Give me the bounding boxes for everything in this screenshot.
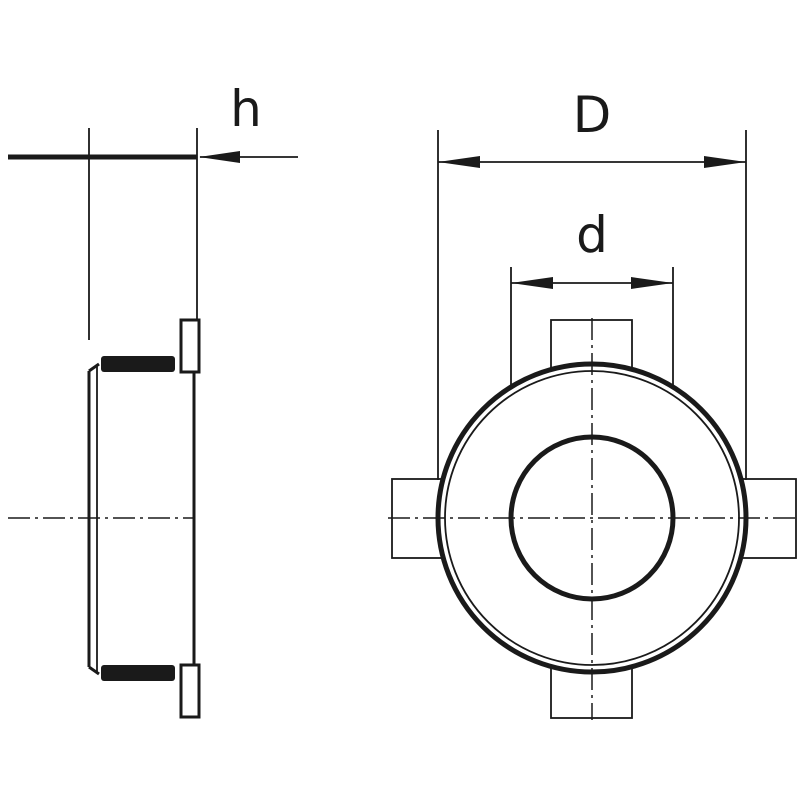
- h-arrowhead: [199, 151, 240, 163]
- side-view: h: [8, 80, 298, 719]
- D-label: D: [573, 86, 612, 144]
- h-label: h: [230, 80, 262, 138]
- d-arrowhead-right: [631, 277, 673, 289]
- d-label: d: [576, 206, 608, 264]
- side-bottom-rib: [101, 665, 175, 681]
- D-arrowhead-right: [704, 156, 746, 168]
- side-top-rib: [101, 356, 175, 372]
- front-view: D d: [388, 86, 797, 720]
- side-bottom-lug: [179, 663, 201, 719]
- side-body-bottom-chamfer: [88, 665, 100, 676]
- side-body-top-chamfer: [88, 362, 100, 373]
- D-arrowhead-left: [438, 156, 480, 168]
- side-top-lug: [179, 318, 201, 374]
- d-arrowhead-left: [511, 277, 553, 289]
